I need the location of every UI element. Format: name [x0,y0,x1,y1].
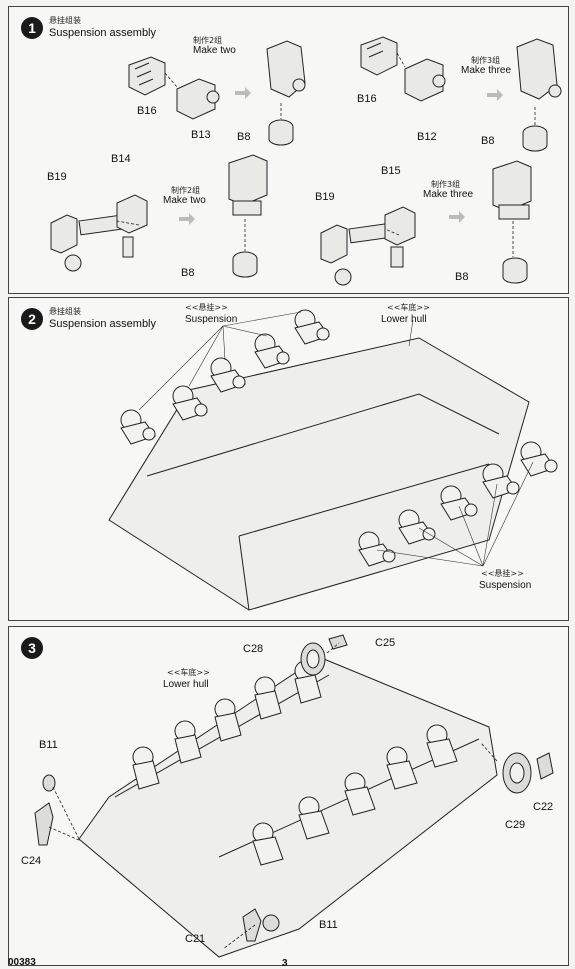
part-b11-drawing [42,774,56,792]
step-3-drawing [34,634,554,958]
part-label: B8 [455,271,469,283]
suspension-label-cn: <<悬挂>> [481,569,524,578]
part-label: B19 [315,191,335,203]
part-c22-drawing [536,752,554,780]
step-title-cn: 悬挂组装 [49,307,81,316]
lower-hull-label-cn: <<车底>> [167,668,210,677]
sprocket-c28-drawing [300,642,326,676]
part-label: C28 [243,643,264,655]
lower-hull-label-en: Lower hull [163,679,209,690]
part-label: C21 [185,933,206,945]
assembled-suspension-right-drawing [516,38,562,152]
assembled-suspension-drawing [266,40,306,146]
arrow-shape [179,213,195,225]
part-c21-drawing [242,908,262,942]
part-label: B8 [481,135,495,147]
part-b11-lower-drawing [262,914,280,932]
part-label: C29 [505,819,526,831]
suspension-units-top [120,309,330,445]
step-number: 1 [21,17,43,39]
part-label: B11 [319,919,338,931]
part-label: C25 [375,637,396,649]
make-three-cn: 制作3组 [471,56,501,65]
suspension-label-en: Suspension [185,314,238,325]
idler-c29-drawing [502,752,532,794]
part-label: B16 [137,105,157,117]
arrow-shape [487,89,503,101]
part-label: B14 [111,153,131,165]
part-label: C22 [533,801,554,813]
suspension-units-top [132,660,322,790]
leader-lines [138,311,534,567]
part-b13-drawing [176,78,220,120]
part-label: B12 [417,131,437,143]
arrow-shape [235,87,251,99]
step-2-panel: 2 悬挂组装 Suspension assembly [8,297,569,621]
make-two-en: Make two [193,45,236,56]
step-1-drawing [50,36,562,286]
page-number: 3 [282,958,288,969]
part-label: B15 [381,165,401,177]
suspension-label-cn: <<悬挂>> [185,303,228,312]
part-c24-drawing [34,802,54,846]
assembled-suspension-lower-drawing [228,154,268,278]
lower-hull-drawing [78,656,498,958]
make-three-en: Make three [461,65,512,76]
arrow-shape [449,211,465,223]
part-label: C24 [21,855,42,867]
step-3-panel: 3 [8,626,569,966]
lower-hull-drawing [108,337,530,611]
document-code: 00383 [8,957,36,968]
assembled-suspension-lower-right-drawing [492,160,532,284]
step-title-cn: 悬挂组装 [49,16,81,25]
suspension-units-bottom [358,441,558,567]
part-label: B13 [191,129,211,141]
step-title-en: Suspension assembly [49,318,157,330]
part-label: B19 [47,171,67,183]
step-1-panel: 1 悬挂组装 Suspension assembly [8,6,569,294]
make-two-cn: 制作2组 [171,186,201,195]
part-label: B16 [357,93,377,105]
step-2-drawing [108,309,558,611]
step-number: 3 [21,637,43,659]
part-b14-drawing [116,194,148,258]
part-c25-drawing [328,634,348,650]
step-title-en: Suspension assembly [49,27,157,39]
part-label: B8 [237,131,251,143]
part-label: B8 [181,267,195,279]
make-two-cn: 制作2组 [193,36,223,45]
step-number: 2 [21,308,43,330]
part-b15-drawing [384,206,416,268]
make-three-en: Make three [423,189,474,200]
make-three-cn: 制作3组 [431,180,461,189]
lower-hull-label-en: Lower hull [381,314,427,325]
part-b12-drawing [404,58,446,102]
lower-hull-label-cn: <<车底>> [387,303,430,312]
suspension-units-bottom [252,724,458,866]
part-b16-right-drawing [360,36,398,76]
part-label: B11 [39,739,58,751]
part-b16-drawing [128,56,166,96]
make-two-en: Make two [163,195,206,206]
suspension-label-en: Suspension [479,580,532,591]
